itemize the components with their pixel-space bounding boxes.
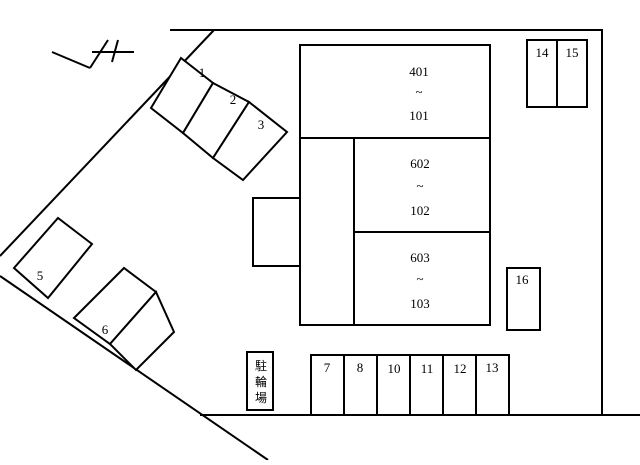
parking-label: 12 [454,361,467,376]
unit-label-sep: ~ [415,84,422,99]
parking-group-bottom: 7 8 10 11 12 13 [310,354,510,416]
parking-label: 7 [324,360,331,375]
parking-space [108,290,176,372]
bicycle-parking-area [246,351,274,411]
unit-label-bottom: 101 [409,108,429,123]
parking-label: 11 [421,361,434,376]
unit-label-sep: ~ [416,178,423,193]
parking-label: 1 [199,65,206,80]
unit-label-bottom: 102 [410,203,430,218]
building-entrance [252,197,301,267]
parking-label: 13 [486,360,499,375]
parking-label: 5 [37,268,44,283]
boundary-north-east [170,29,603,415]
unit-label-top: 602 [410,156,430,171]
unit-label-sep: ~ [416,271,423,286]
parking-label: 16 [516,272,530,287]
parking-label: 14 [536,45,550,60]
parking-space [343,354,378,416]
building-corridor [299,137,355,326]
parking-label: 3 [258,117,265,132]
building-block-603-103 [353,231,491,326]
parking-label: 8 [357,360,364,375]
parking-group-upper-left: 1 2 3 [149,56,289,182]
parking-label: 10 [388,361,401,376]
parking-label: 6 [102,322,109,337]
building-block-401-101 [299,44,491,139]
parking-group-upper-right: 14 15 [526,39,588,108]
bicycle-parking-char: 場 [255,391,267,405]
apartment-building: 401 ~ 101 602 ~ 102 603 ~ 103 [252,44,491,326]
bicycle-parking-char: 輪 [255,374,267,389]
parking-label: 2 [230,92,237,107]
parking-space [475,354,510,416]
parking-group-right: 16 [506,267,541,331]
parking-group-lower-left: 5 6 [12,216,176,372]
unit-label-bottom: 103 [410,296,430,311]
unit-label-top: 603 [410,250,430,265]
north-arrow-icon [51,39,134,69]
bicycle-parking-char: 駐 [255,358,267,373]
parking-space [506,267,541,331]
bicycle-parking: 駐 輪 場 [246,351,274,411]
parking-label: 15 [566,45,579,60]
unit-label-top: 401 [409,64,429,79]
parking-space [556,39,588,108]
parking-space [211,100,289,182]
parking-space [12,216,94,300]
